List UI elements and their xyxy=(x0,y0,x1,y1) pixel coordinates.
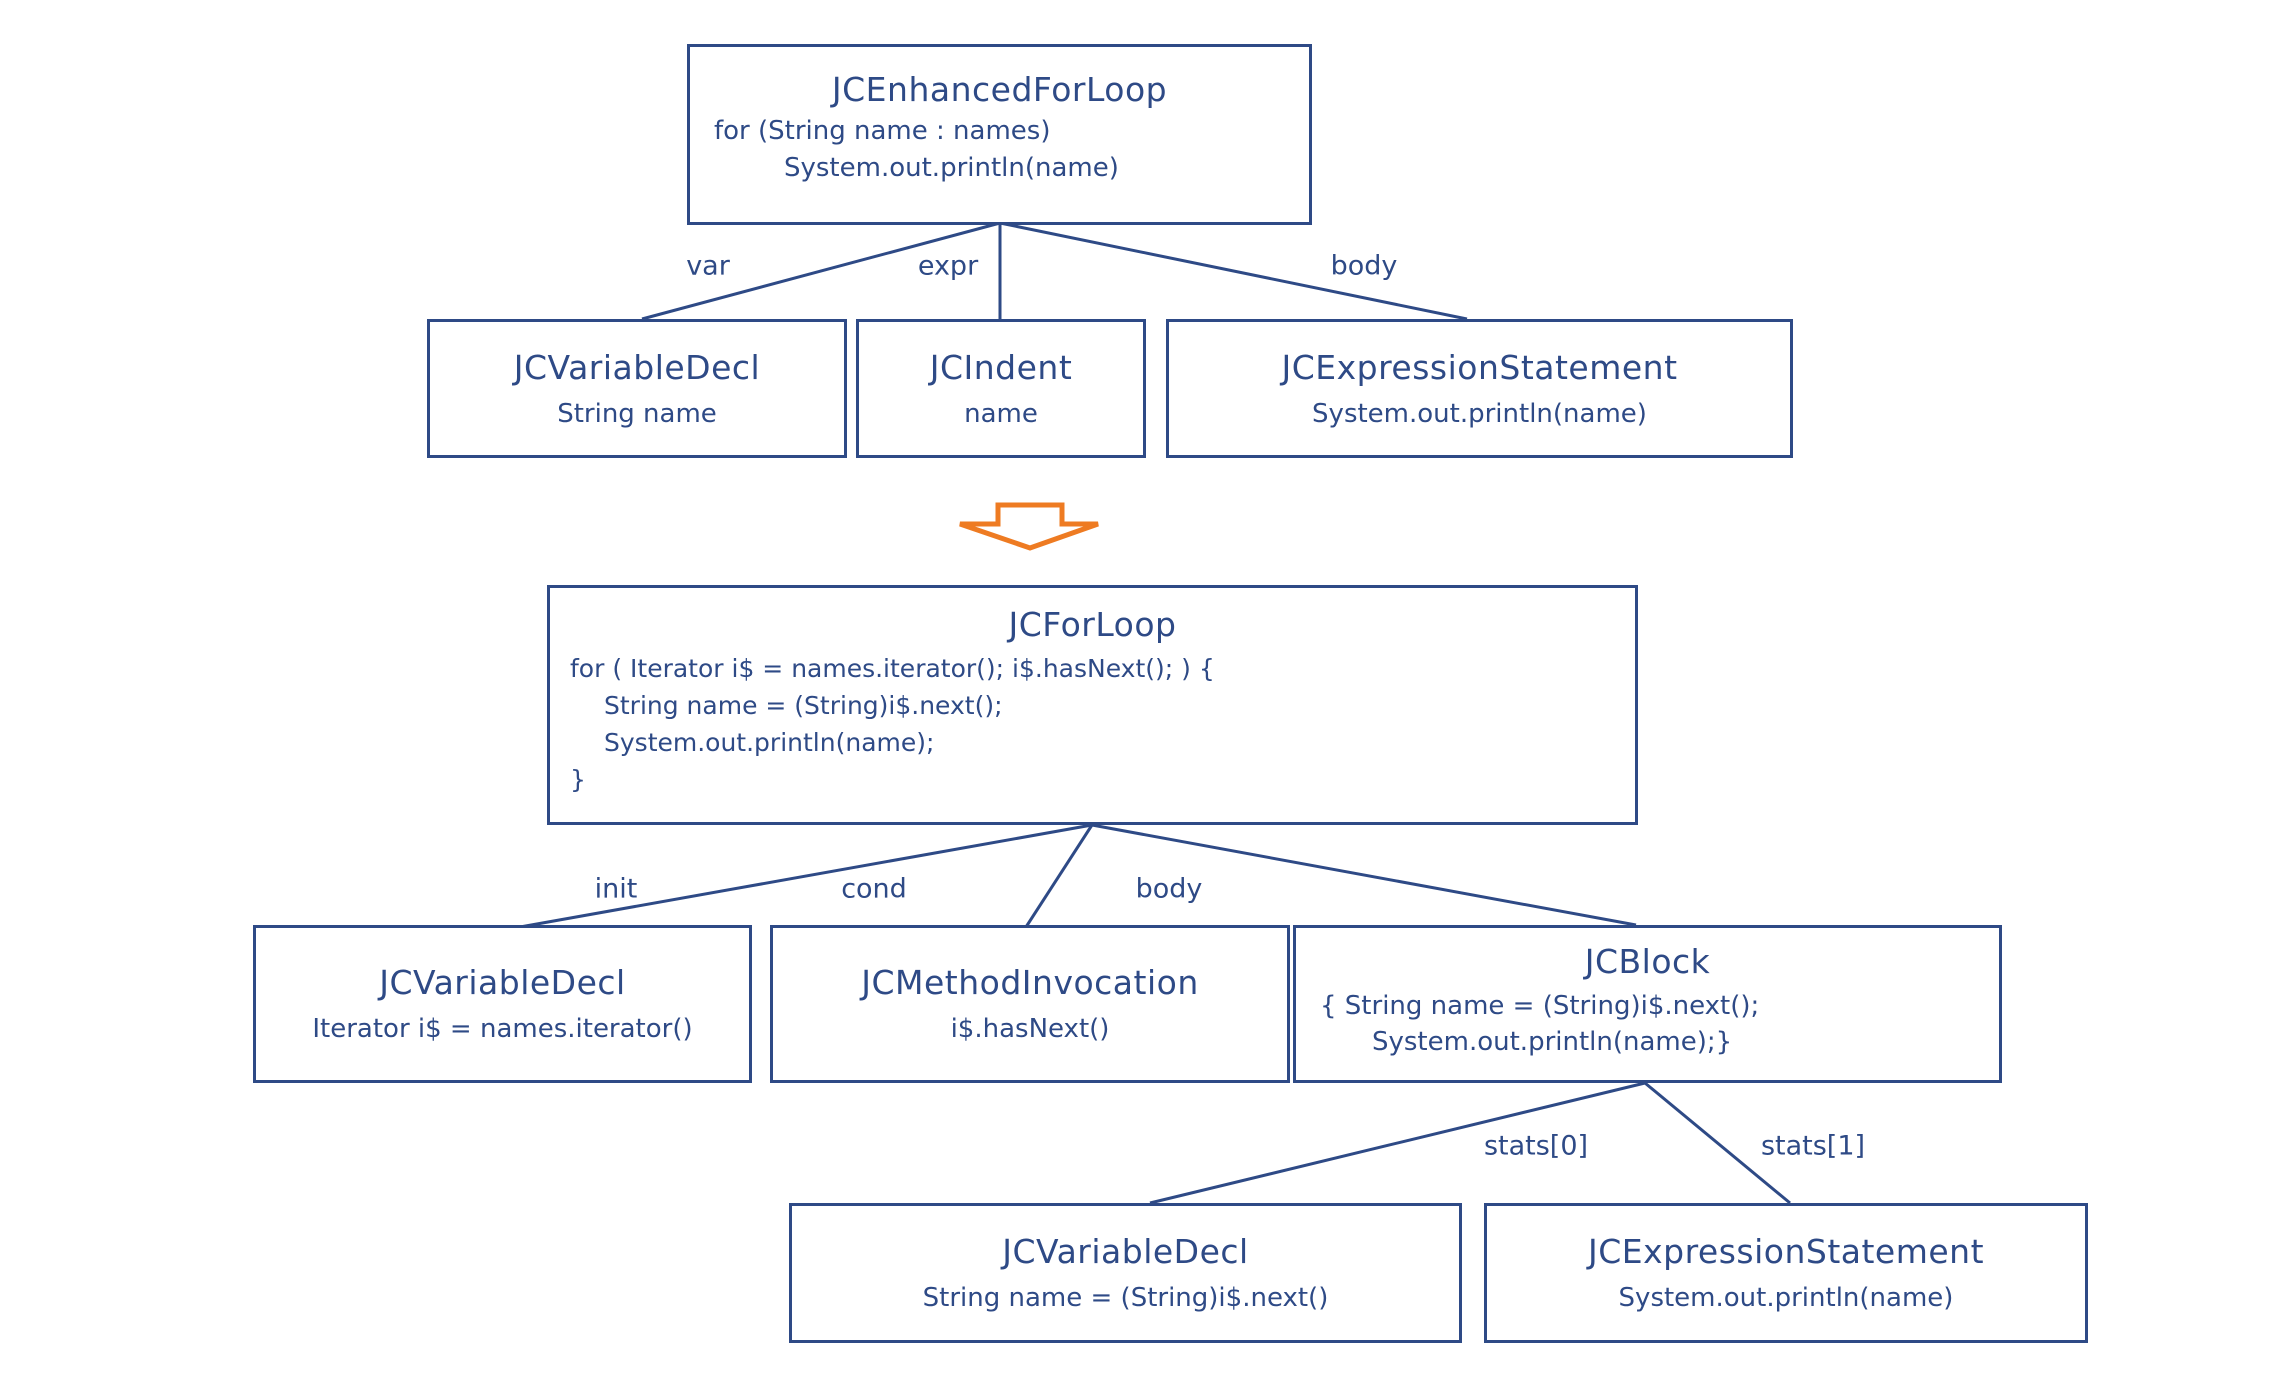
edge-stats1 xyxy=(1644,1081,1791,1205)
node-title: JCBlock xyxy=(1584,942,1711,981)
node-jc-expression-statement-bottom: JCExpressionStatement System.out.println… xyxy=(1484,1203,2088,1343)
code-line: System.out.println(name) xyxy=(784,153,1119,183)
code-line: Iterator i$ = names.iterator() xyxy=(312,1014,693,1044)
code-line: String name = (String)i$.next() xyxy=(922,1283,1329,1313)
node-title: JCEnhancedForLoop xyxy=(831,70,1168,109)
code-line: } xyxy=(570,765,586,794)
node-title: JCForLoop xyxy=(1008,605,1177,644)
node-title: JCExpressionStatement xyxy=(1587,1232,1985,1271)
node-title: JCExpressionStatement xyxy=(1281,347,1678,387)
edge-body-top xyxy=(999,221,1468,321)
edge-init xyxy=(519,823,1093,929)
code-line: System.out.println(name); xyxy=(604,728,935,757)
node-title: JCVariableDecl xyxy=(379,963,626,1002)
code-line: { String name = (String)i$.next(); xyxy=(1320,991,1760,1021)
edge-label-var: var xyxy=(686,250,730,282)
edge-label-stats0: stats[0] xyxy=(1483,1130,1589,1162)
code-line: String name = (String)i$.next(); xyxy=(604,691,1003,720)
edge-var xyxy=(641,221,1001,321)
edge-label-body-top: body xyxy=(1330,250,1398,282)
edge-cond xyxy=(1024,824,1094,928)
edge-label-body-mid: body xyxy=(1135,873,1203,905)
code-line: System.out.println(name) xyxy=(1312,398,1647,429)
code-line: for ( Iterator i$ = names.iterator(); i$… xyxy=(570,654,1215,683)
code-line: System.out.println(name) xyxy=(1618,1283,1954,1313)
node-jc-variable-decl-iterator: JCVariableDecl Iterator i$ = names.itera… xyxy=(253,925,752,1083)
node-jc-enhanced-for-loop: JCEnhancedForLoop for (String name : nam… xyxy=(687,44,1312,225)
node-jc-indent: JCIndent name xyxy=(856,319,1146,458)
edge-label-expr: expr xyxy=(917,250,979,282)
node-title: JCIndent xyxy=(929,347,1073,387)
node-title: JCMethodInvocation xyxy=(861,963,1199,1002)
edge-body-mid xyxy=(1091,823,1637,927)
code-line: name xyxy=(964,398,1038,429)
edge-stats0 xyxy=(1149,1081,1646,1205)
node-title: JCVariableDecl xyxy=(1002,1232,1249,1271)
node-jc-block: JCBlock { String name = (String)i$.next(… xyxy=(1293,925,2002,1083)
code-line: String name xyxy=(557,398,717,429)
node-jc-variable-decl-string-name: JCVariableDecl String name xyxy=(427,319,847,458)
code-line: for (String name : names) xyxy=(714,116,1051,146)
edge-label-init: init xyxy=(594,873,638,905)
edge-label-stats1: stats[1] xyxy=(1760,1130,1866,1162)
node-jc-expression-statement-top: JCExpressionStatement System.out.println… xyxy=(1166,319,1793,458)
down-arrow-icon xyxy=(959,502,1099,551)
edge-label-cond: cond xyxy=(841,873,907,905)
node-title: JCVariableDecl xyxy=(513,347,761,387)
node-jc-variable-decl-next: JCVariableDecl String name = (String)i$.… xyxy=(789,1203,1462,1343)
code-line: i$.hasNext() xyxy=(950,1014,1110,1044)
node-jc-method-invocation: JCMethodInvocation i$.hasNext() xyxy=(770,925,1290,1083)
node-jc-for-loop: JCForLoop for ( Iterator i$ = names.iter… xyxy=(547,585,1638,825)
code-line: System.out.println(name);} xyxy=(1372,1027,1733,1057)
